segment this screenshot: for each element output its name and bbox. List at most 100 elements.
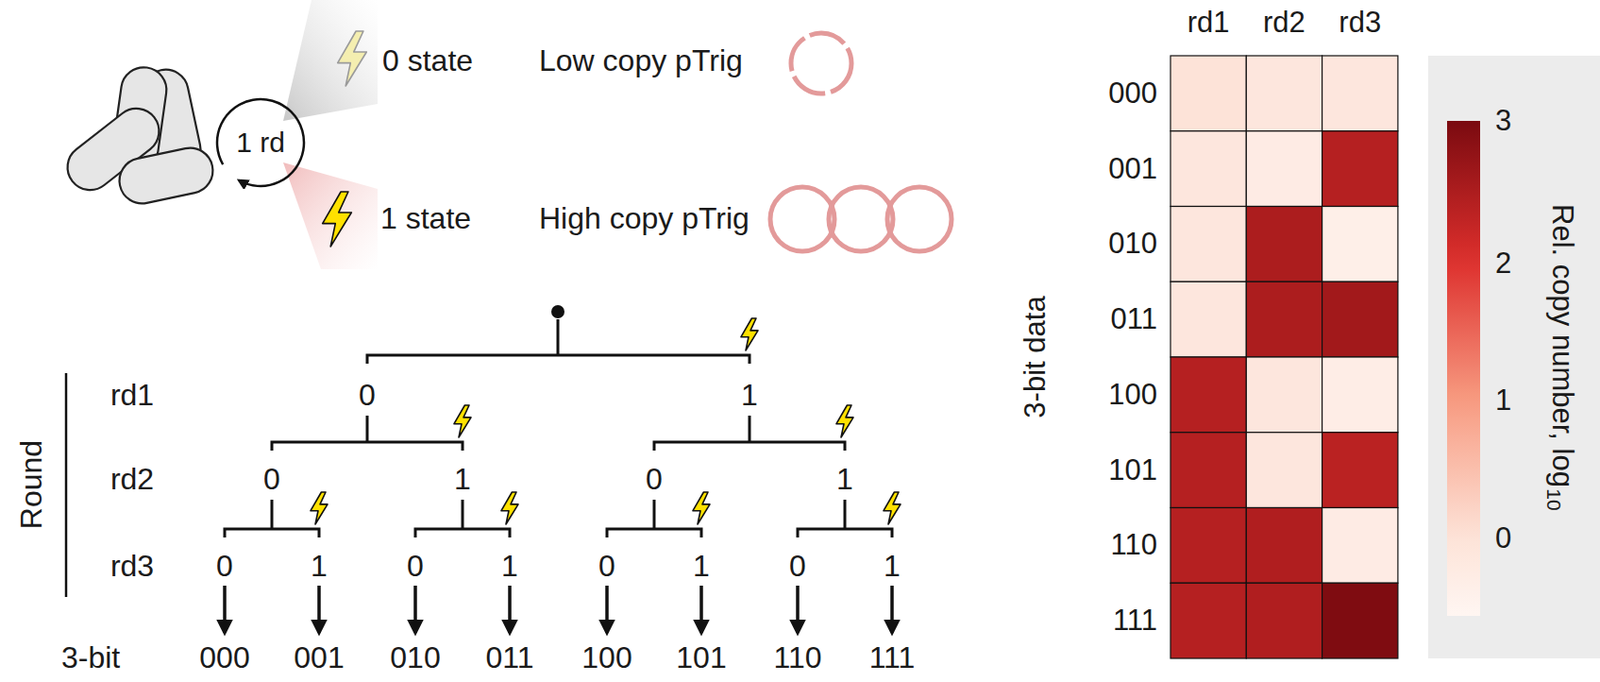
tree-bracket	[797, 528, 893, 538]
lightning-bolt	[337, 31, 368, 86]
round-label: rd2	[110, 462, 154, 496]
tree-bracket	[606, 528, 702, 538]
lightning-bolt	[322, 191, 353, 247]
heatmap-cell	[1170, 507, 1247, 584]
leaf-arrow	[507, 585, 512, 633]
bit-label: 0	[216, 549, 234, 583]
colorbar-title: Rel. copy number, log	[1546, 203, 1579, 488]
heatmap-cell	[1322, 507, 1398, 584]
lightning-bolt	[883, 491, 901, 524]
root-dot	[551, 304, 565, 319]
round-label: rd1	[110, 378, 154, 412]
leaf-label: 000	[199, 640, 250, 674]
tree-bracket	[367, 354, 750, 364]
tree-stem	[366, 415, 370, 442]
state-label: High copy pTrig	[538, 202, 750, 236]
heatmap-cell	[1322, 432, 1398, 508]
heatmap-cell	[1170, 582, 1247, 658]
node-text: 1 rd	[235, 126, 286, 159]
row-label: 011	[1111, 303, 1158, 336]
heatmap-cell	[1246, 432, 1322, 508]
heatmap-cell	[1322, 206, 1398, 283]
colorbar	[1447, 120, 1481, 616]
lightning-bolt	[741, 318, 758, 351]
lightning-bolts	[310, 31, 901, 524]
cell-cluster	[58, 64, 218, 208]
heatmap-cell	[1246, 55, 1322, 132]
colorbar-gradient	[1447, 120, 1481, 616]
heatmap-cell	[1170, 55, 1247, 132]
heatmap-cell	[1246, 582, 1322, 658]
heatmap-cell	[1246, 131, 1322, 207]
heatmap-cell	[1170, 206, 1247, 283]
leaf-label: 111	[869, 640, 916, 674]
colorbar-title: 10	[1542, 488, 1565, 510]
bit-label: 1	[836, 462, 854, 496]
leaf-arrow	[413, 585, 418, 633]
leaf-arrow	[605, 585, 609, 633]
heatmap-cell	[1322, 55, 1398, 132]
red-wedge	[283, 162, 378, 270]
leaf-label: 010	[389, 640, 440, 674]
leaf-label: 001	[293, 640, 344, 674]
tree-bracket	[654, 441, 845, 451]
tree-bracket	[271, 441, 463, 451]
round-label: rd3	[110, 549, 154, 583]
tick-label: 1	[1495, 384, 1512, 417]
leaf-arrow	[317, 585, 321, 633]
heatmap-cell	[1322, 356, 1398, 433]
tree-stem	[653, 499, 657, 529]
heatmap-cell	[1246, 206, 1322, 283]
tree-stem	[461, 499, 465, 529]
row-label: 001	[1108, 152, 1158, 186]
leaf-arrow	[890, 585, 894, 633]
bit-label: 0	[406, 549, 424, 583]
heatmap-cell	[1170, 131, 1247, 207]
row-label: 000	[1108, 77, 1158, 110]
tick-label: 0	[1495, 522, 1512, 555]
leaf-label: 011	[485, 640, 534, 674]
bit-label: 0	[645, 462, 663, 496]
bit-label: 1	[310, 549, 328, 583]
tree-stem	[843, 499, 847, 529]
bit-label: 1	[692, 549, 710, 583]
tick-label: 3	[1495, 104, 1512, 137]
lightning-bolt	[501, 491, 519, 524]
tree-stem	[556, 319, 560, 355]
heatmap-cell	[1246, 281, 1322, 357]
bit-label: 1	[741, 378, 758, 412]
leaf-arrow	[222, 585, 227, 633]
leaf-label: 110	[773, 640, 822, 674]
round-label: Round	[15, 439, 49, 529]
state-label: Low copy pTrig	[538, 44, 743, 78]
tree-stem	[748, 415, 752, 442]
column-label: 3-bit data	[1019, 295, 1052, 418]
axis-line	[65, 372, 68, 597]
row-label: 010	[1108, 227, 1158, 260]
leaf-arrow	[699, 585, 704, 633]
bit-label: 1	[454, 462, 472, 496]
bit-label: 0	[789, 549, 807, 583]
state-label: 0 state	[382, 44, 473, 78]
column-label: rd2	[1263, 6, 1306, 39]
heatmap-cell	[1170, 356, 1247, 433]
colorbar-panel	[1428, 55, 1600, 658]
row-label: 111	[1112, 604, 1158, 637]
leaf-label: 3-bit	[61, 640, 120, 674]
bit-label: 0	[598, 549, 616, 583]
heatmap-cell	[1170, 432, 1247, 508]
bit-label: 0	[358, 378, 376, 412]
bit-label: 1	[883, 549, 901, 583]
bit-label: 0	[263, 462, 281, 496]
lightning-bolt	[310, 491, 328, 524]
bit-label: 1	[501, 549, 519, 583]
column-label: rd1	[1187, 6, 1230, 39]
leaf-label: 100	[581, 640, 632, 674]
heatmap-cell	[1322, 131, 1398, 207]
lightning-bolt	[454, 404, 472, 438]
heatmap-cell	[1170, 281, 1247, 357]
heatmap-cell	[1322, 582, 1398, 658]
gray-wedge	[283, 0, 378, 121]
leaf-arrow	[795, 585, 800, 633]
